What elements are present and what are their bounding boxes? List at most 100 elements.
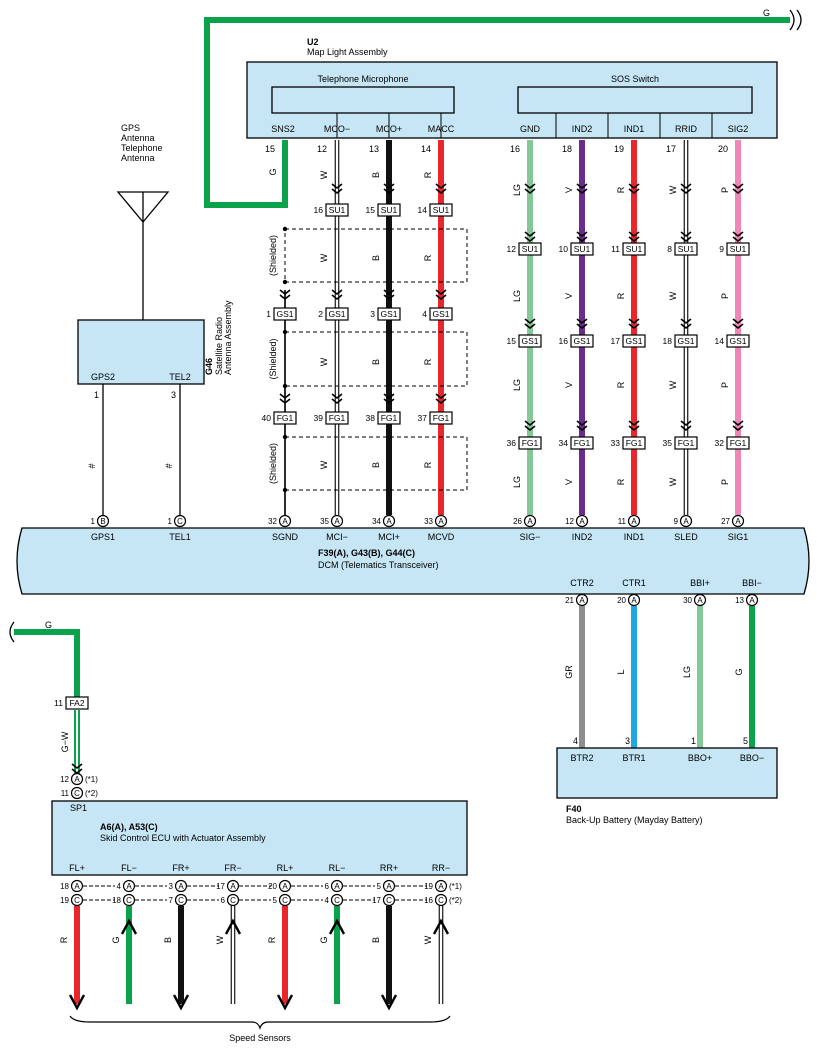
sp1-term: SP1 bbox=[70, 803, 87, 813]
su1-1-pin: 15 bbox=[366, 205, 376, 215]
dcm-bpin-1: A20 bbox=[617, 593, 641, 607]
fg1-sos-2-code: FG1 bbox=[626, 438, 643, 448]
gs1-3-pin: 4 bbox=[422, 309, 427, 319]
ecu-pin-a-2-circle bbox=[174, 879, 188, 893]
gs1-sos-1-box bbox=[570, 334, 594, 348]
fg1-sos-4-box bbox=[726, 436, 750, 450]
arrow-up bbox=[432, 918, 450, 935]
su1-2-code: SU1 bbox=[433, 205, 450, 215]
dcm-term-0: GPS1 bbox=[91, 532, 115, 542]
chev-gs1b-2-stroke bbox=[628, 323, 640, 330]
ecu-pin-a-7-pin: 19 bbox=[424, 882, 433, 891]
u2-pin-12: 12 bbox=[317, 144, 327, 154]
batt-term-2: BBO+ bbox=[688, 753, 712, 763]
gs1-sos-1-pin: 16 bbox=[559, 336, 569, 346]
sos-color-4-1: P bbox=[720, 293, 730, 299]
gs1-3-code: GS1 bbox=[432, 309, 449, 319]
u2-pin-15: 15 bbox=[265, 144, 275, 154]
su1-sos-2-code: SU1 bbox=[626, 244, 643, 254]
chev-fg1-2 bbox=[383, 393, 395, 405]
fg1-sos-1-pin: 34 bbox=[559, 438, 569, 448]
dcm-pin-2-circle bbox=[278, 514, 292, 528]
chev-fg1b-2 bbox=[628, 420, 640, 432]
mic-color-top-1: B bbox=[371, 172, 381, 178]
chev-su1-5-stroke bbox=[628, 188, 640, 195]
dcm-pin-5-pin: 33 bbox=[424, 517, 433, 526]
mic-color-4-2: R bbox=[423, 461, 433, 468]
batt-pin-0: 4 bbox=[573, 736, 578, 746]
chev-su1b-0 bbox=[524, 231, 536, 243]
chev-su1-4-stroke bbox=[576, 188, 588, 195]
ecu-color-5: G bbox=[319, 936, 329, 943]
shielded-label-0: (Shielded) bbox=[268, 235, 278, 276]
components-layer bbox=[16, 61, 810, 876]
su1-0-code: SU1 bbox=[329, 205, 346, 215]
chev-su1-0-stroke bbox=[331, 188, 343, 195]
fa2-connector-code: FA2 bbox=[69, 698, 84, 708]
su1-sos-2-pin: 11 bbox=[611, 244, 620, 254]
gs1-2-pin: 3 bbox=[370, 309, 375, 319]
mic-color-top-2: R bbox=[423, 171, 433, 178]
mic-color-4-1: B bbox=[371, 462, 381, 468]
chev-su1b-1-stroke bbox=[576, 231, 588, 238]
dcm-pin-7-circle bbox=[575, 514, 589, 528]
chev-gs1b-0-stroke bbox=[524, 323, 536, 330]
su1-1-code: SU1 bbox=[381, 205, 398, 215]
batt-term-0: BTR2 bbox=[570, 753, 593, 763]
fg1-sos-2-box bbox=[622, 436, 646, 450]
ecu-color-7: W bbox=[423, 935, 433, 944]
fg1-sos-1-code: FG1 bbox=[574, 438, 591, 448]
chev-fg1-2-stroke bbox=[383, 398, 395, 405]
chev-su1-1 bbox=[383, 183, 395, 195]
sos-color-1-3: V bbox=[564, 479, 574, 485]
mic-color-4-0: W bbox=[319, 460, 329, 469]
sp1-pin-c-pin: 11 bbox=[61, 789, 70, 798]
chev-fg1-3 bbox=[435, 393, 447, 405]
dcm-pin-0: B1 bbox=[91, 514, 110, 528]
chev-su1b-3-stroke bbox=[680, 231, 692, 238]
fg1-2-pin: 38 bbox=[366, 413, 376, 423]
fa2-connector-box bbox=[65, 696, 89, 710]
fg1-3-code: FG1 bbox=[433, 413, 450, 423]
u2-pin-18: 18 bbox=[562, 144, 572, 154]
fg1-sos-3-code: FG1 bbox=[678, 438, 695, 448]
u2-right-sub: SOS Switch bbox=[611, 74, 659, 84]
gps-term-1: TEL2 bbox=[169, 372, 191, 382]
ecu-pin-c-5-circle bbox=[330, 893, 344, 907]
dcm-pin-1-pin: 1 bbox=[168, 517, 173, 526]
fg1-1-code: FG1 bbox=[329, 413, 346, 423]
ecu-pin-c-6: C17 bbox=[372, 893, 396, 907]
chev-su1-2 bbox=[435, 183, 447, 195]
ecu-pin-c-3-letter: C bbox=[230, 896, 236, 905]
ecu-code: A6(A), A53(C) bbox=[100, 822, 158, 832]
battery-box bbox=[556, 747, 778, 799]
batt-color-2: LG bbox=[682, 666, 692, 678]
mic-color-top-0: W bbox=[319, 170, 329, 179]
dcm-pin-1-circle bbox=[173, 514, 187, 528]
dcm-pin-9-circle bbox=[679, 514, 693, 528]
chev-gs1-1 bbox=[331, 289, 343, 301]
sp1-pin-a-circle bbox=[70, 772, 84, 786]
fg1-0-code: FG1 bbox=[277, 413, 294, 423]
chev-gs1-3-stroke bbox=[435, 294, 447, 301]
coax-mark-2: # bbox=[164, 463, 174, 468]
sos-color-4-2: P bbox=[720, 382, 730, 388]
ecu-pin-a-5-pin: 6 bbox=[325, 882, 330, 891]
fg1-1-pin: 39 bbox=[314, 413, 324, 423]
battery-code: F40 bbox=[566, 804, 582, 814]
ecu-pin-c-6-letter: C bbox=[386, 896, 392, 905]
chev-su1-7 bbox=[732, 183, 744, 195]
chev-gs1-2 bbox=[383, 289, 395, 301]
dcm-bpin-0: A21 bbox=[565, 593, 589, 607]
chev-gs1-0-stroke bbox=[279, 289, 291, 296]
su1-2-box bbox=[429, 203, 453, 217]
gps-pin-1: 3 bbox=[171, 390, 176, 400]
chev-gs1b-2-stroke bbox=[628, 318, 640, 325]
